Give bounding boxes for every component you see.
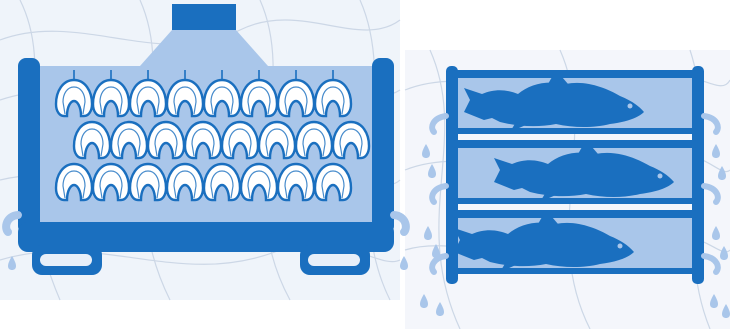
tray-stack [432, 70, 718, 274]
horizontal-plate-freezer [432, 66, 718, 284]
fish-grid [56, 80, 369, 200]
tray [432, 140, 718, 204]
tray [432, 210, 718, 274]
tray [432, 70, 718, 134]
